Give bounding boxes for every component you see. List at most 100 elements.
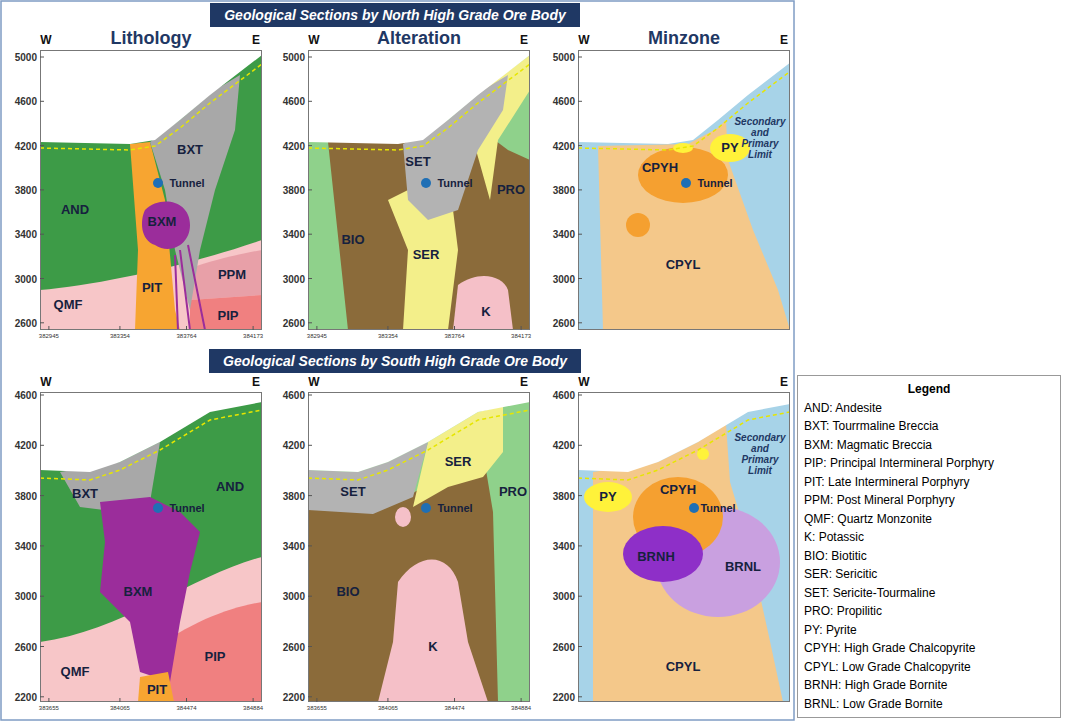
axis-tick (308, 189, 312, 190)
elevation-tick: 4600 (15, 390, 37, 401)
compass-direction: W (40, 376, 51, 389)
axis-tick (308, 101, 312, 102)
compass-direction: W (578, 376, 589, 389)
tunnel-label: Tunnel (437, 502, 472, 514)
unit-label: CPYL (666, 660, 701, 674)
elevation-tick: 2600 (283, 317, 305, 328)
elevation-tick: 3800 (15, 490, 37, 501)
unit-label: PY (599, 490, 616, 504)
compass-direction: E (780, 376, 788, 389)
axis-tick (40, 495, 44, 496)
unit-label: PIT (147, 683, 167, 697)
elevation-tick: 2600 (15, 317, 37, 328)
axis-tick (119, 698, 120, 702)
easting-tick: 383655 (307, 705, 327, 712)
axis-tick (578, 545, 582, 546)
elevation-tick: 2600 (553, 317, 575, 328)
axis-tick (578, 101, 582, 102)
limit-label: Secondary and Primary Limit (732, 116, 788, 160)
unit-label: BRNL (725, 560, 761, 574)
legend-entry: K: Potassic (798, 528, 1060, 547)
unit-label: PY (721, 141, 738, 155)
easting-tick: 384173 (511, 333, 531, 340)
elevation-tick: 3400 (283, 540, 305, 551)
elevation-tick: 5000 (553, 52, 575, 63)
elevation-tick: 3800 (553, 184, 575, 195)
elevation-tick: 5000 (15, 52, 37, 63)
unit-label: QMF (54, 298, 83, 312)
elevation-tick: 4600 (283, 96, 305, 107)
unit-label: QMF (61, 665, 90, 679)
title-text: Geological Sections by South High Grade … (223, 353, 567, 369)
elevation-tick: 3000 (283, 273, 305, 284)
easting-tick: 382945 (39, 333, 59, 340)
elevation-tick: 3400 (15, 540, 37, 551)
axis-tick (48, 698, 49, 702)
legend-entry: PPM: Post Mineral Porphyry (798, 491, 1060, 510)
axis-tick (578, 646, 582, 647)
panel-title: Lithology (111, 29, 192, 49)
legend-entry: PIT: Late Intermineral Porphyry (798, 473, 1060, 492)
unit-label: CPYL (666, 258, 701, 272)
unit-label: BRNH (637, 550, 675, 564)
tunnel-label: Tunnel (697, 177, 732, 189)
elevation-tick: 4200 (553, 140, 575, 151)
unit-label: CPYH (660, 483, 696, 497)
elevation-tick: 3000 (15, 591, 37, 602)
elevation-tick: 3000 (553, 591, 575, 602)
axis-tick (40, 696, 44, 697)
unit-label: BXT (72, 487, 98, 501)
legend-box: LegendAND: AndesiteBXT: Tourrmaline Brec… (797, 375, 1061, 718)
easting-tick: 384884 (243, 705, 263, 712)
axis-tick (578, 322, 582, 323)
elevation-tick: 3800 (283, 490, 305, 501)
limit-label: Secondary and Primary Limit (732, 432, 788, 476)
legend-entry: PIP: Principal Intermineral Porphyry (798, 454, 1060, 473)
axis-tick (40, 189, 44, 190)
axis-tick (308, 234, 312, 235)
easting-tick: 384173 (243, 333, 263, 340)
elevation-tick: 4600 (553, 96, 575, 107)
elevation-tick: 3000 (553, 273, 575, 284)
axis-tick (308, 395, 312, 396)
elevation-tick: 3800 (15, 184, 37, 195)
compass-direction: E (252, 376, 260, 389)
easting-tick: 383354 (110, 333, 130, 340)
legend-entry: CPYH: High Grade Chalcopyrite (798, 639, 1060, 658)
easting-tick: 383764 (445, 333, 465, 340)
unit-label: SET (340, 485, 365, 499)
easting-tick: 384065 (110, 705, 130, 712)
elevation-tick: 4200 (283, 440, 305, 451)
unit-label: PIP (218, 309, 239, 323)
elevation-tick: 5000 (283, 52, 305, 63)
legend-entry: SET: Sericite-Tourmaline (798, 584, 1060, 603)
axis-tick (40, 234, 44, 235)
unit-label: BXM (124, 585, 153, 599)
elevation-tick: 3400 (283, 229, 305, 240)
legend-entry: PRO: Propilitic (798, 602, 1060, 621)
axis-tick (578, 234, 582, 235)
section-title-bar: Geological Sections by North High Grade … (210, 3, 580, 27)
title-text: Geological Sections by North High Grade … (224, 7, 566, 23)
compass-direction: W (308, 376, 319, 389)
elevation-tick: 2600 (553, 641, 575, 652)
axis-tick (578, 57, 582, 58)
easting-tick: 384065 (378, 705, 398, 712)
axis-tick (40, 145, 44, 146)
axis-tick (308, 696, 312, 697)
axis-tick (40, 57, 44, 58)
tunnel-label: Tunnel (437, 177, 472, 189)
elevation-tick: 4200 (553, 440, 575, 451)
panel-title: Minzone (648, 29, 720, 49)
elevation-tick: 3400 (15, 229, 37, 240)
axis-tick (578, 696, 582, 697)
axis-tick (253, 326, 254, 330)
axis-tick (308, 445, 312, 446)
axis-tick (186, 698, 187, 702)
elevation-tick: 4600 (553, 390, 575, 401)
elevation-tick: 2200 (15, 691, 37, 702)
axis-tick (316, 326, 317, 330)
axis-tick (308, 646, 312, 647)
unit-label: CPYH (642, 161, 678, 175)
axis-tick (40, 545, 44, 546)
